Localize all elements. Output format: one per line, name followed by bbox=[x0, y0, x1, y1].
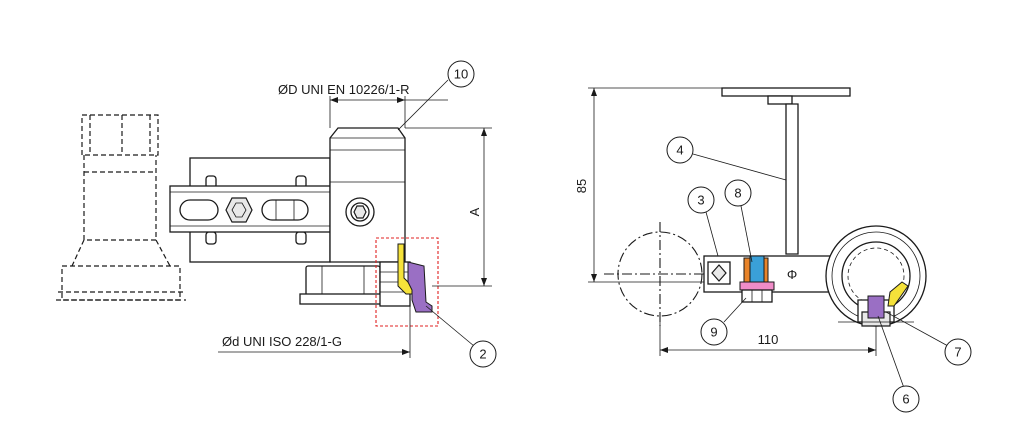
detail-highlight-box bbox=[375, 237, 439, 327]
phantom-fitting bbox=[56, 114, 186, 301]
dimension-height: A bbox=[405, 127, 492, 287]
callout-3: 3 bbox=[687, 186, 719, 257]
callout-9-label: 9 bbox=[710, 325, 717, 340]
callout-10-label: 10 bbox=[454, 67, 468, 82]
dimension-top-label: ØD UNI EN 10226/1-R bbox=[278, 82, 410, 97]
callout-8: 8 bbox=[724, 179, 753, 263]
callout-9: 9 bbox=[700, 297, 747, 346]
dimension-horizontal-label: 110 bbox=[758, 332, 779, 347]
right-view: Φ 85 bbox=[574, 87, 972, 413]
callout-6: 6 bbox=[877, 315, 920, 413]
dimension-vertical-label: 85 bbox=[574, 179, 589, 193]
callout-4-label: 4 bbox=[676, 143, 683, 158]
clamp-bar: Φ bbox=[703, 255, 837, 293]
callout-6-label: 6 bbox=[902, 392, 909, 407]
callout-7-label: 7 bbox=[954, 345, 961, 360]
seal-parts-left bbox=[397, 243, 433, 313]
dimension-bottom: Ød UNI ISO 228/1-G bbox=[218, 306, 411, 358]
round-body bbox=[825, 225, 927, 327]
left-view: ØD UNI EN 10226/1-R A Ød UNI ISO 228/1-G… bbox=[56, 60, 497, 368]
l-bracket bbox=[721, 87, 851, 255]
dimension-horizontal: 110 bbox=[659, 316, 877, 356]
purple-gasket bbox=[407, 261, 433, 313]
phantom-pipe bbox=[604, 222, 716, 326]
valve-body bbox=[299, 127, 411, 307]
dimension-bottom-label: Ød UNI ISO 228/1-G bbox=[222, 334, 342, 349]
dimension-vertical: 85 bbox=[574, 87, 722, 283]
yellow-seal bbox=[887, 281, 909, 307]
purple-seal bbox=[867, 295, 885, 319]
callout-7: 7 bbox=[885, 311, 972, 366]
callout-2: 2 bbox=[425, 305, 497, 368]
pink-washer bbox=[739, 281, 775, 291]
callout-10: 10 bbox=[397, 60, 475, 131]
callout-4: 4 bbox=[666, 136, 787, 181]
phi-symbol: Φ bbox=[787, 267, 797, 282]
mounting-bracket bbox=[169, 157, 331, 263]
bolt-assembly bbox=[739, 255, 775, 303]
dimension-height-label: A bbox=[467, 207, 482, 216]
callout-8-label: 8 bbox=[734, 186, 741, 201]
callout-2-label: 2 bbox=[479, 347, 486, 362]
callout-3-label: 3 bbox=[697, 193, 704, 208]
